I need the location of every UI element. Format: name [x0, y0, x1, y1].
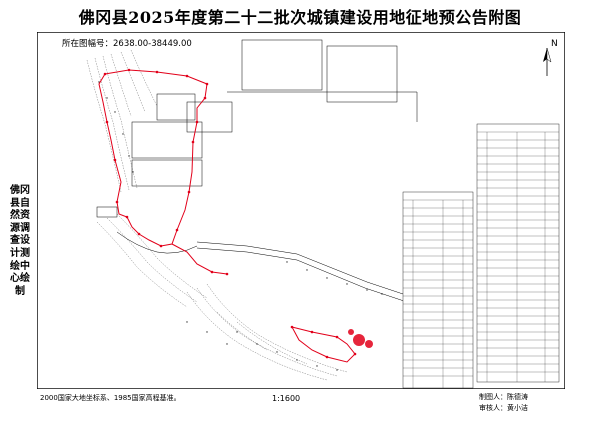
datum-note: 2000国家大地坐标系、1985国家高程基准。	[40, 394, 181, 402]
checked-by: 审核人：黄小洁	[479, 404, 528, 412]
side-credit: 佛冈县自然资源调查设计测绘中心绘制	[10, 185, 30, 297]
map-frame: N	[37, 32, 565, 389]
small-table-right	[476, 123, 560, 383]
sheet-number: 所在图幅号：2638.00-38449.00	[62, 39, 192, 49]
credits-block: 制图人：陈德涛 审核人：黄小洁	[479, 392, 528, 414]
small-table-left	[402, 191, 474, 389]
boundary-line	[98, 69, 356, 363]
north-label: N	[551, 39, 558, 49]
map-scale: 1:1600	[272, 394, 301, 403]
buildings	[96, 39, 398, 218]
small-table-left-lines	[403, 199, 473, 388]
small-table-right-lines	[477, 131, 559, 382]
contour-lines	[86, 49, 348, 381]
road-lines	[116, 91, 428, 309]
boundary-point	[103, 68, 357, 359]
dense-parcel	[348, 329, 373, 348]
north-arrow: N	[543, 39, 558, 76]
terrain-points	[98, 81, 383, 371]
page-title: 佛冈县2025年度第二十二批次城镇建设用地征地预公告附图	[78, 8, 522, 27]
drawn-by: 制图人：陈德涛	[479, 393, 528, 401]
